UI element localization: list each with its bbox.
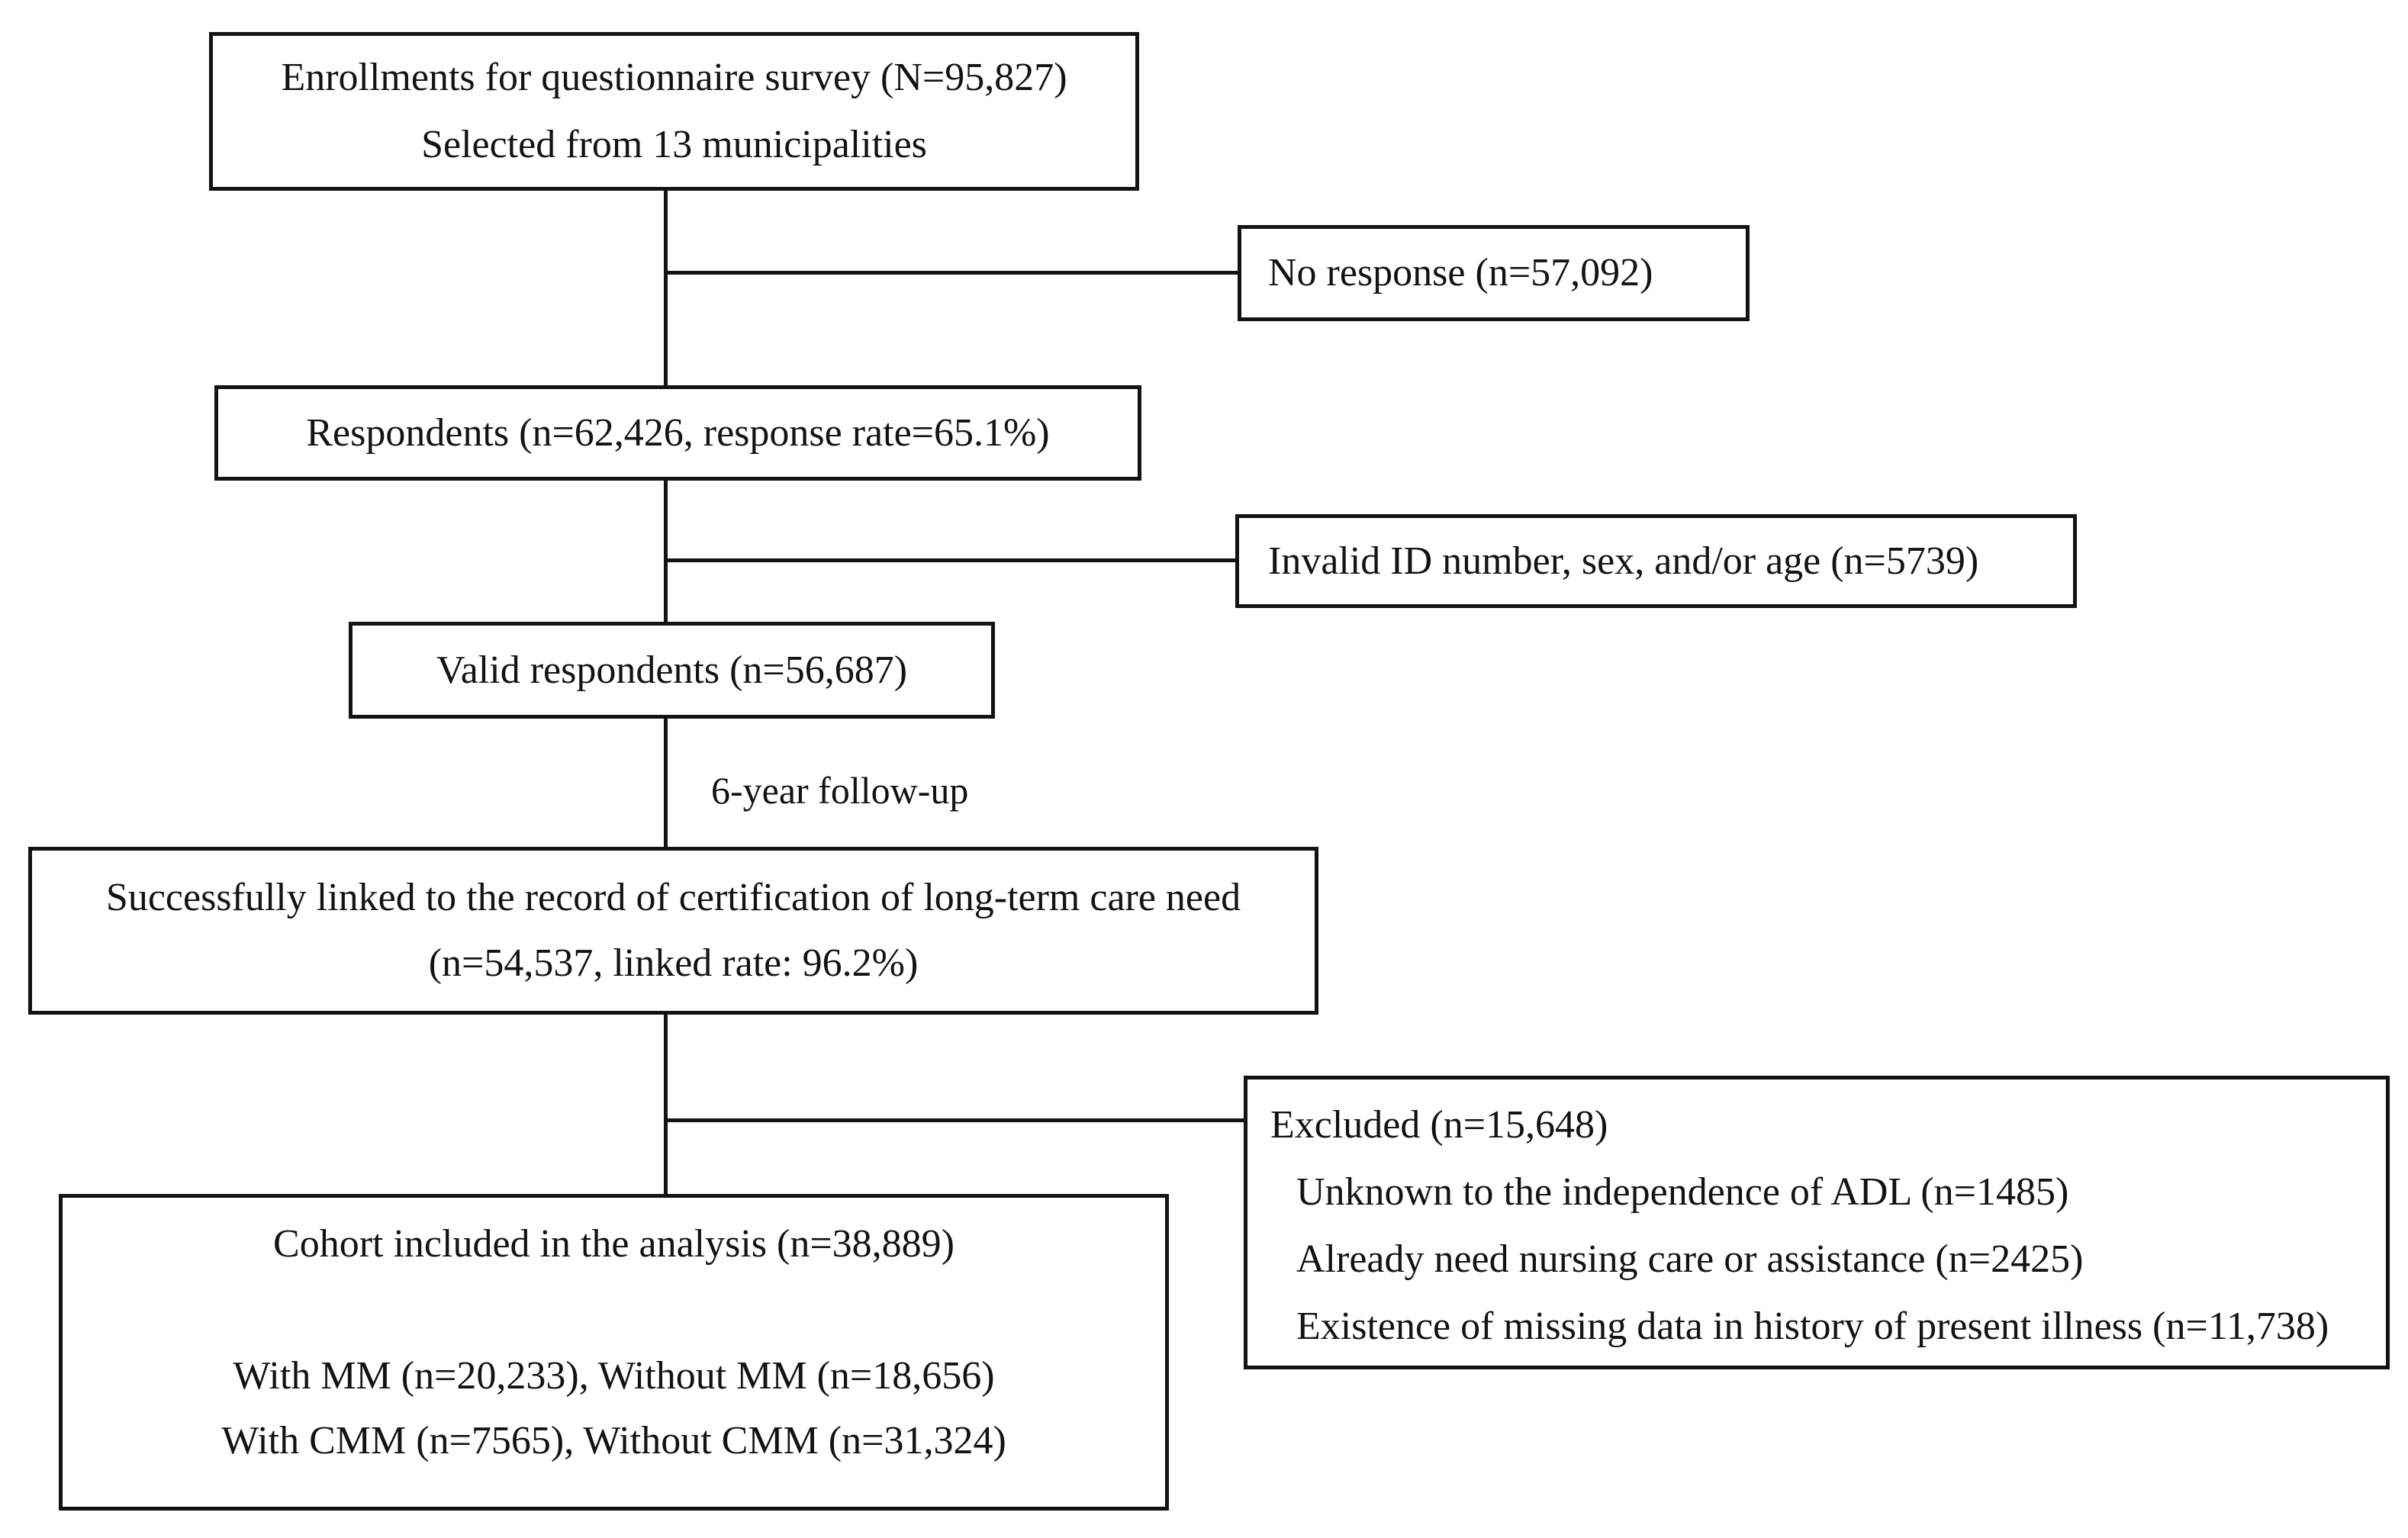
enrollment-line1: Enrollments for questionnaire survey (N=… xyxy=(281,56,1067,99)
respondents-box: Respondents (n=62,426, response rate=65.… xyxy=(214,385,1141,481)
excluded-box: Excluded (n=15,648) Unknown to the indep… xyxy=(1244,1076,2390,1369)
linked-box: Successfully linked to the record of cer… xyxy=(28,847,1318,1015)
connector-spine-4 xyxy=(664,1013,668,1196)
followup-label: 6-year follow-up xyxy=(711,769,969,812)
excluded-line4: Existence of missing data in history of … xyxy=(1296,1305,2329,1348)
respondents-label: Respondents (n=62,426, response rate=65.… xyxy=(306,410,1050,455)
valid-respondents-label: Valid respondents (n=56,687) xyxy=(436,648,908,692)
connector-branch-invalid-id xyxy=(665,558,1237,562)
no-response-label: No response (n=57,092) xyxy=(1268,251,1653,294)
excluded-line1: Excluded (n=15,648) xyxy=(1270,1103,1608,1147)
cohort-line2: With MM (n=20,233), Without MM (n=18,656… xyxy=(233,1354,995,1398)
connector-branch-no-response xyxy=(665,271,1239,275)
enrollment-box: Enrollments for questionnaire survey (N=… xyxy=(209,32,1139,191)
connector-spine-1 xyxy=(664,189,668,388)
cohort-box: Cohort included in the analysis (n=38,88… xyxy=(59,1194,1169,1511)
linked-line1: Successfully linked to the record of cer… xyxy=(105,876,1241,919)
connector-spine-3 xyxy=(664,717,668,849)
cohort-spacer xyxy=(63,1276,1165,1343)
linked-line2: (n=54,537, linked rate: 96.2%) xyxy=(428,941,919,985)
connector-spine-2 xyxy=(664,479,668,624)
invalid-id-box: Invalid ID number, sex, and/or age (n=57… xyxy=(1235,514,2077,608)
valid-respondents-box: Valid respondents (n=56,687) xyxy=(349,622,995,719)
cohort-line1: Cohort included in the analysis (n=38,88… xyxy=(273,1222,955,1266)
excluded-line3: Already need nursing care or assistance … xyxy=(1296,1237,2084,1281)
excluded-line2: Unknown to the independence of ADL (n=14… xyxy=(1296,1170,2069,1214)
invalid-id-label: Invalid ID number, sex, and/or age (n=57… xyxy=(1268,539,1979,583)
cohort-line3: With CMM (n=7565), Without CMM (n=31,324… xyxy=(221,1419,1006,1462)
enrollment-line2: Selected from 13 municipalities xyxy=(421,123,927,166)
no-response-box: No response (n=57,092) xyxy=(1238,225,1750,321)
connector-branch-excluded xyxy=(665,1118,1245,1122)
